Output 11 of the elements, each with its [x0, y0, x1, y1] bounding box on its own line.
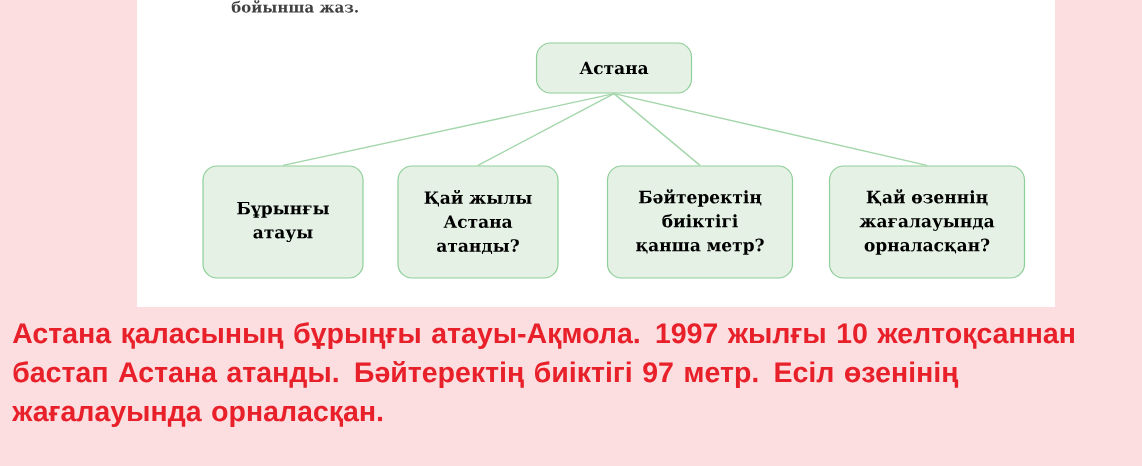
question-box: Бәйтеректің биіктігі қанша метр?: [606, 165, 794, 279]
cut-off-text: бойынша жаз.: [231, 0, 358, 13]
answer-paragraph: Астана қаласының бұрыңғы атауы-Ақмола. 1997 жылғы 10 желтоқсаннан бастап Астана атанды. Бәйтеректің биіктігі 97 метр. Есіл өзенінің жағалауында орналасқан.: [11, 322, 1074, 427]
connector-line: [613, 92, 928, 167]
connector-line: [477, 92, 615, 167]
connector-line: [613, 92, 701, 167]
topic-box: Астана: [535, 42, 693, 94]
connector-line: [282, 92, 615, 167]
question-box: Қай өзеннің жағалауында орналасқан?: [828, 165, 1026, 279]
question-box: Бұрынғы атауы: [202, 165, 364, 279]
question-box: Қай жылы Астана атанды?: [397, 165, 559, 279]
